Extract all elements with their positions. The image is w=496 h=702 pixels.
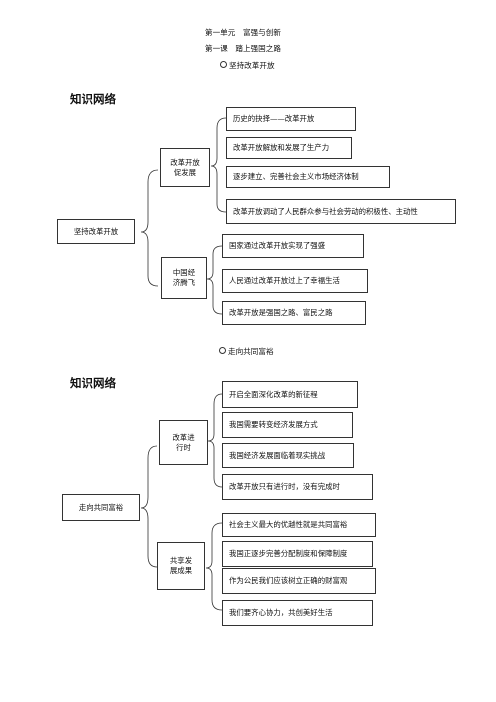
branch-node: 共享发 展成果 bbox=[157, 542, 205, 590]
branch-node: 改革进 行时 bbox=[159, 420, 208, 465]
leaf-node: 我们要齐心协力，共创美好生活 bbox=[222, 600, 373, 626]
root-node: 走向共同富裕 bbox=[62, 494, 140, 521]
circle-icon bbox=[219, 347, 226, 354]
leaf-node: 国家通过改革开放实现了强盛 bbox=[222, 234, 364, 258]
leaf-node: 改革开放解放和发展了生产力 bbox=[226, 137, 352, 159]
leaf-node: 历史的抉择——改革开放 bbox=[226, 107, 356, 131]
leaf-node: 人民通过改革开放过上了幸福生活 bbox=[222, 269, 368, 293]
branch-node: 改革开放 促发展 bbox=[160, 148, 210, 187]
knowledge-network-heading: 知识网络 bbox=[70, 92, 116, 106]
leaf-node: 改革开放调动了人民群众参与社会劳动的积极性、主动性 bbox=[226, 199, 456, 224]
leaf-node: 改革开放是强国之路、富民之路 bbox=[222, 301, 366, 325]
leaf-node: 逐步建立、完善社会主义市场经济体制 bbox=[226, 166, 390, 188]
section-title-1: 坚持改革开放 bbox=[220, 61, 275, 70]
root-node: 坚持改革开放 bbox=[57, 219, 135, 244]
leaf-node: 我国正逐步完善分配制度和保障制度 bbox=[222, 541, 373, 567]
circle-icon bbox=[220, 61, 227, 68]
section-title-2: 走向共同富裕 bbox=[219, 347, 274, 356]
leaf-node: 我国经济发展面临着现实挑战 bbox=[222, 443, 354, 468]
leaf-node: 社会主义最大的优越性就是共同富裕 bbox=[222, 513, 376, 537]
leaf-node: 开启全面深化改革的新征程 bbox=[222, 381, 358, 408]
leaf-node: 作为公民我们应该树立正确的财富观 bbox=[222, 568, 376, 594]
leaf-node: 改革开放只有进行时，没有完成时 bbox=[222, 474, 373, 500]
knowledge-network-heading: 知识网络 bbox=[70, 376, 116, 390]
unit-title: 第一单元 富强与创新 bbox=[205, 28, 281, 37]
lesson-title: 第一课 踏上强国之路 bbox=[205, 44, 281, 53]
leaf-node: 我国需要转变经济发展方式 bbox=[222, 412, 353, 438]
branch-node: 中国经 济腾飞 bbox=[161, 257, 207, 299]
